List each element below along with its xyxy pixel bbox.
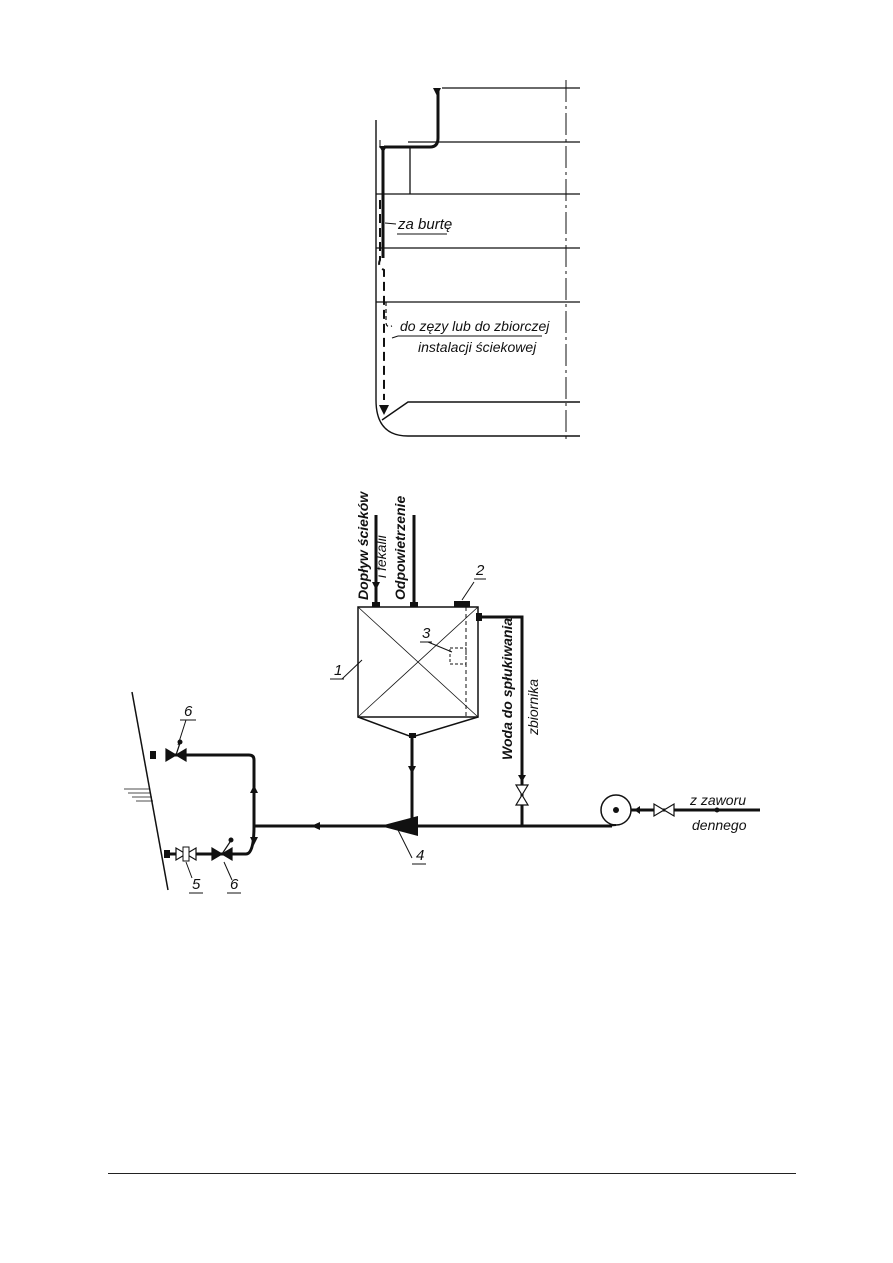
inlet-label-line1: Dopływ ścieków — [355, 491, 371, 600]
drain-label-line2: instalacji ściekowej — [418, 339, 537, 355]
item-6a-number: 6 — [184, 703, 193, 720]
lower-outlet-flange — [164, 850, 170, 858]
flush-inlet-flange — [476, 613, 482, 621]
drain-leader — [391, 335, 399, 339]
tank-outlet-flange — [409, 733, 416, 738]
loop-arrow-up-icon — [250, 785, 258, 793]
scupper-fitting — [433, 88, 441, 96]
sewage-system-diagram: Dopływ ścieków i fekalii Odpowietrzenie … — [124, 491, 760, 894]
ejector-icon — [380, 816, 418, 836]
sea-valve-label-line2: dennego — [692, 817, 747, 833]
item-6b-number: 6 — [230, 876, 239, 893]
hull-section-diagram: za burtę do zęzy lub do zbiorczej instal… — [375, 80, 580, 440]
item-3-leader — [427, 641, 453, 653]
inner-element — [449, 647, 467, 665]
vent-cap — [454, 601, 470, 607]
hull-plating — [131, 691, 169, 891]
hull-side — [375, 120, 580, 437]
upper-discharge-pipe — [170, 753, 256, 826]
overboard-label: za burtę — [397, 216, 452, 233]
pump-arrow-icon — [634, 806, 640, 814]
sea-valve-marker — [714, 807, 720, 813]
valve-6-lower-handle — [228, 837, 234, 843]
valve-5-body — [182, 846, 190, 862]
loop-arrow-down-icon — [250, 837, 258, 845]
flush-label-line1: Woda do spłukiwania — [499, 618, 515, 760]
pump-valve-icon — [653, 802, 675, 818]
drain-pipe-dashed — [378, 200, 385, 400]
item-2-leader — [461, 581, 475, 601]
item-3-number: 3 — [422, 625, 431, 642]
pump-hub — [613, 807, 619, 813]
item-6b-leader — [223, 861, 233, 881]
item-2-number: 2 — [475, 562, 485, 579]
footer-rule — [108, 1173, 796, 1174]
vent-flange — [410, 602, 418, 607]
fitting-marker — [379, 146, 387, 153]
lower-discharge-pipe — [168, 825, 256, 856]
overboard-pipe-upper — [384, 88, 440, 149]
inlet-flange — [372, 602, 380, 607]
drain-label-line1: do zęzy lub do zbiorczej — [400, 318, 550, 334]
item-5-number: 5 — [192, 876, 201, 893]
item-1-number: 1 — [334, 662, 342, 679]
item-4-number: 4 — [416, 847, 424, 864]
flush-label-line2: zbiornika — [525, 679, 541, 736]
item-4-leader — [397, 829, 413, 859]
overboard-leader — [384, 222, 397, 225]
pump-outlet — [603, 824, 617, 827]
vent-label: Odpowietrzenie — [392, 496, 408, 600]
outlet-arrow-icon — [408, 766, 416, 774]
main-arrow-icon — [311, 822, 320, 830]
upper-outlet-flange — [150, 751, 156, 759]
waterline-hatch — [124, 788, 153, 802]
item-6a-leader — [177, 719, 187, 746]
drain-loop — [385, 302, 393, 328]
flush-arrow-icon — [518, 775, 526, 782]
tank-cross-2 — [357, 606, 479, 718]
flush-water-pipe — [478, 615, 524, 826]
flush-valve-icon — [514, 784, 530, 806]
drain-arrow-icon — [379, 405, 389, 415]
inlet-arrow-icon — [372, 582, 380, 590]
valve-6-upper-stem — [175, 742, 181, 756]
valve-6-lower-stem — [221, 841, 231, 855]
item-1-leader — [341, 659, 363, 680]
inner-bottom — [381, 401, 580, 421]
tank-hopper — [357, 716, 479, 738]
sea-valve-label-line1: z zaworu — [689, 792, 746, 808]
item-5-leader — [185, 861, 193, 879]
tank-body — [357, 606, 479, 718]
